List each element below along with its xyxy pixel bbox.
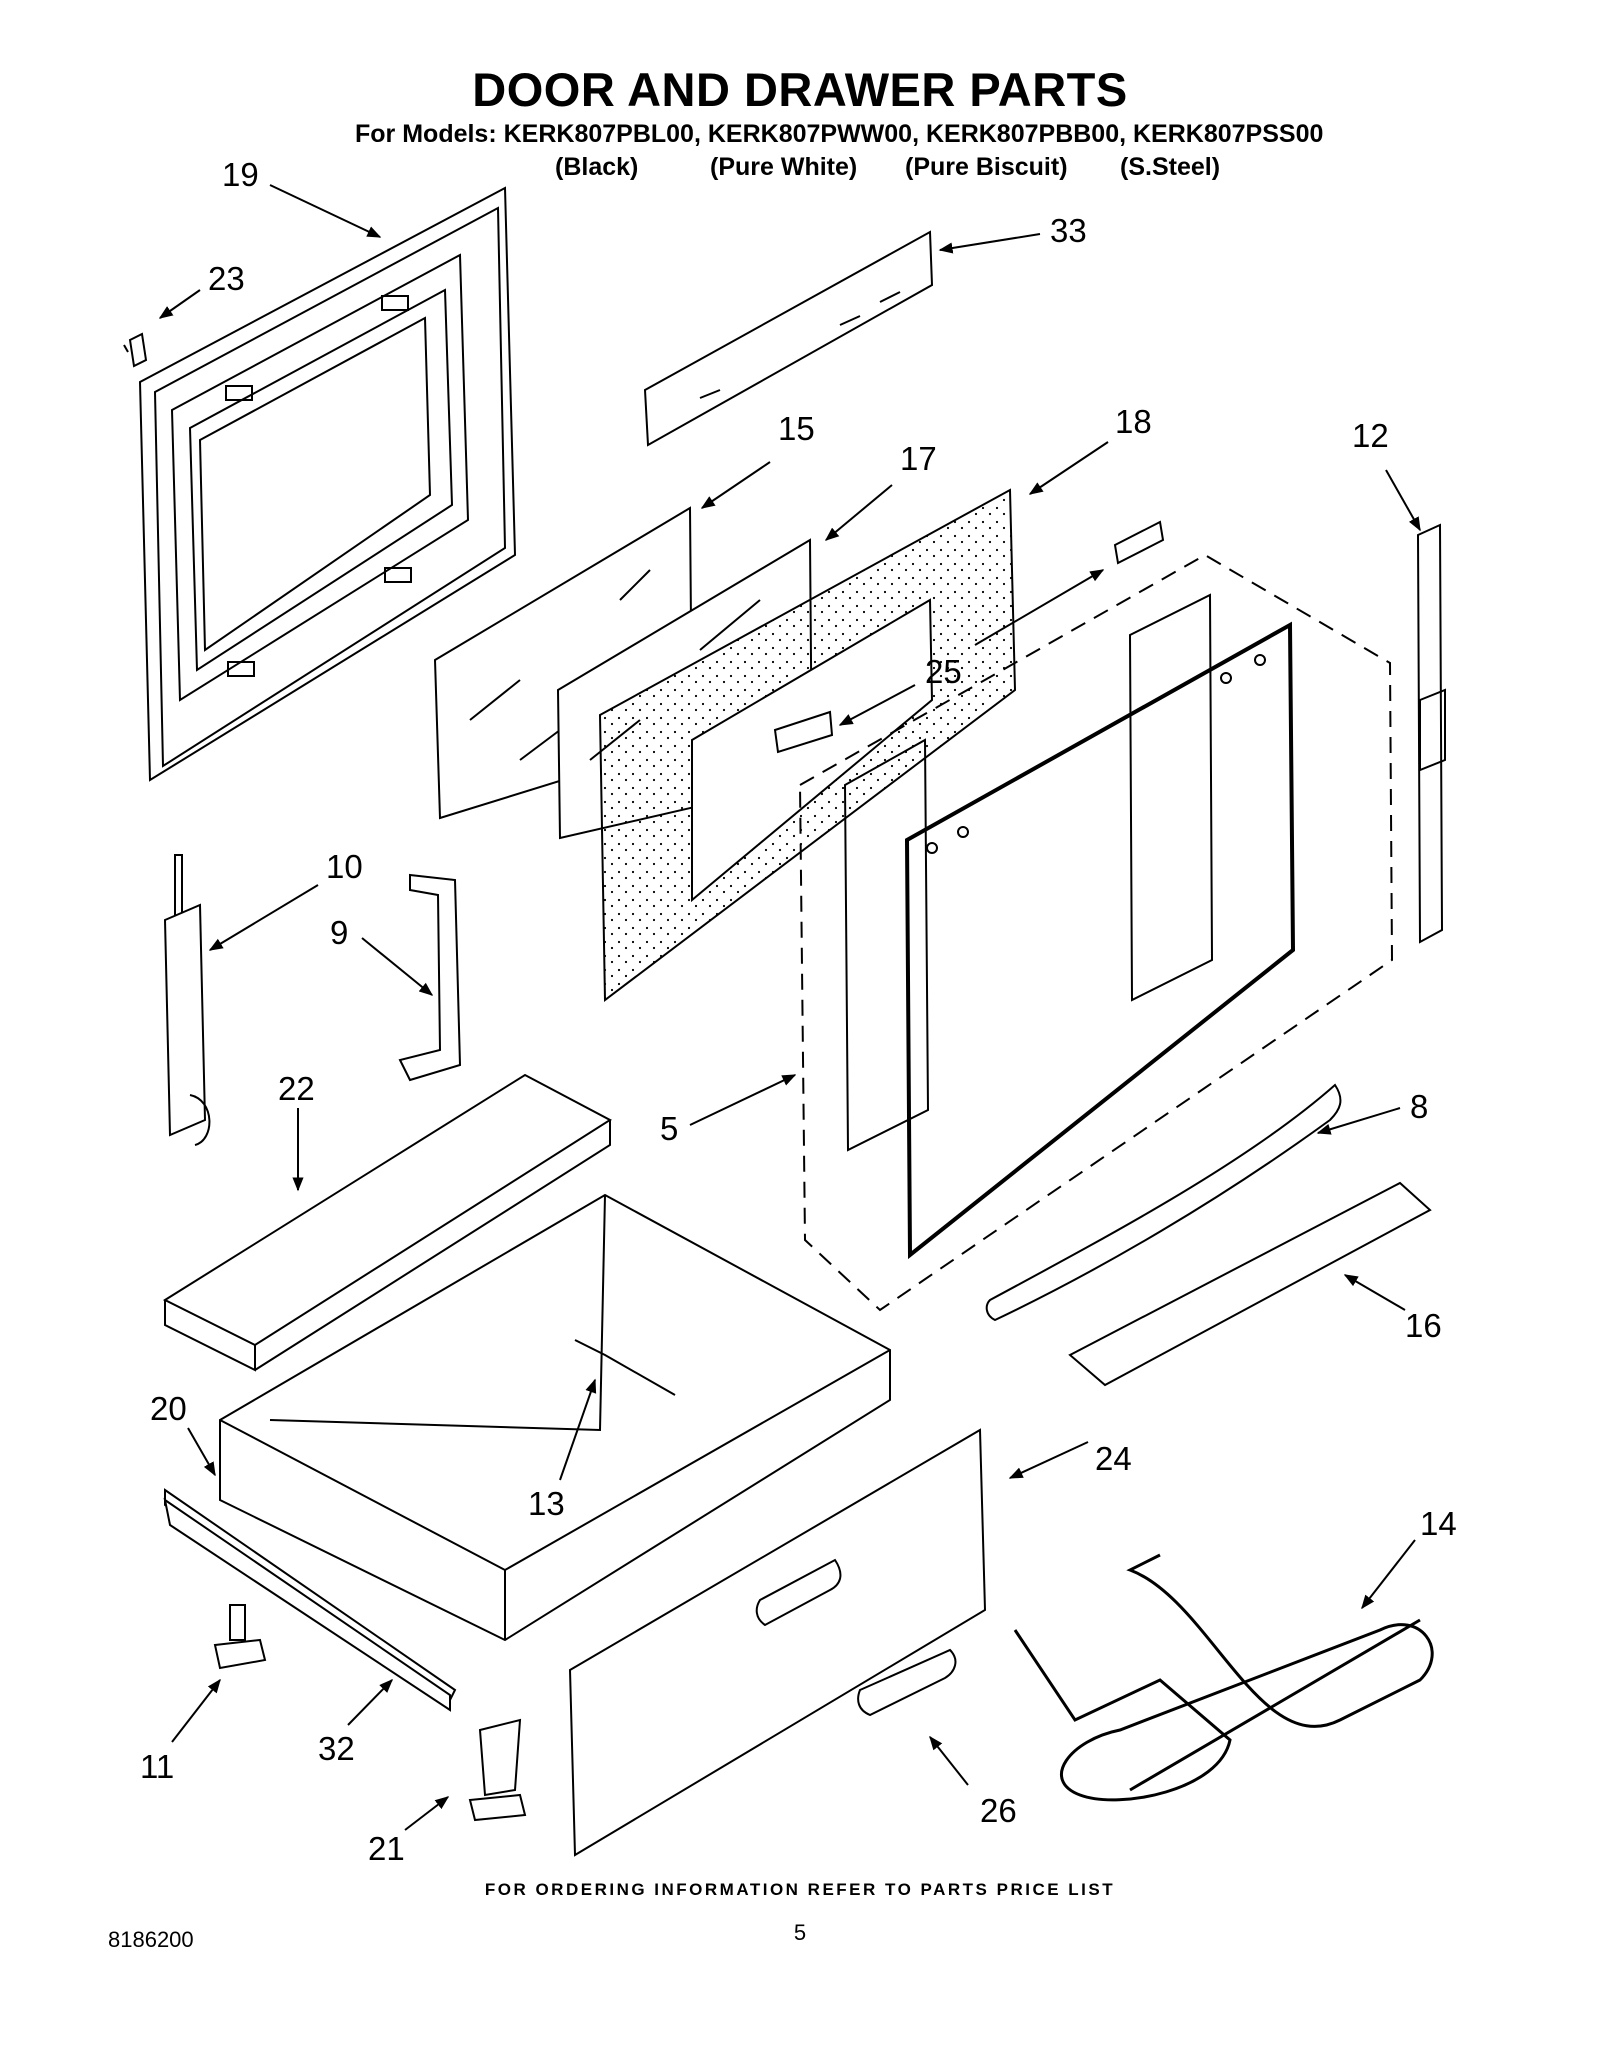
- leader-13: [559, 1378, 597, 1481]
- callout-21: 21: [368, 1830, 405, 1867]
- document-number: 8186200: [108, 1927, 194, 1952]
- leveling-leg-part-11: [213, 1604, 267, 1670]
- leader-24: [1008, 1441, 1089, 1479]
- leader-32: [347, 1678, 393, 1726]
- callout-9: 9: [330, 914, 348, 951]
- color-pure-biscuit: (Pure Biscuit): [905, 153, 1068, 181]
- callout-14: 14: [1420, 1505, 1457, 1542]
- hinge-clip-25-upper: [1113, 520, 1165, 565]
- callout-17: 17: [900, 440, 937, 477]
- callout-15: 15: [778, 410, 815, 447]
- callout-24: 24: [1095, 1440, 1132, 1477]
- callout-5: 5: [660, 1110, 678, 1147]
- ordering-info-footer: FOR ORDERING INFORMATION REFER TO PARTS …: [484, 1880, 1116, 1899]
- callout-11: 11: [140, 1748, 174, 1785]
- callout-8: 8: [1410, 1088, 1428, 1125]
- rail-part-32: [163, 1497, 451, 1712]
- leader-16: [1343, 1274, 1406, 1311]
- inner-door-outline-part-5: [798, 553, 1394, 1312]
- drawer-front-part-24: [568, 1428, 987, 1857]
- callout-23: 23: [208, 260, 245, 297]
- callout-22: 22: [278, 1070, 315, 1107]
- trim-strip-part-16: [1068, 1181, 1432, 1387]
- leader-8: [1316, 1107, 1401, 1135]
- heating-element-part-14: [1013, 1553, 1434, 1802]
- callout-26: 26: [980, 1792, 1017, 1829]
- leader-26: [929, 1735, 969, 1786]
- callout-13: 13: [528, 1485, 565, 1522]
- leader-19: [269, 184, 382, 238]
- leader-14: [1361, 1539, 1416, 1610]
- callout-32: 32: [318, 1730, 355, 1767]
- callout-25: 25: [925, 653, 962, 690]
- sensor-part-13: [574, 1339, 676, 1396]
- callout-19: 19: [222, 156, 259, 193]
- handle-part-26: [857, 1648, 957, 1717]
- page-number: 5: [793, 1920, 807, 1945]
- callout-18: 18: [1115, 403, 1152, 440]
- drawer-body: [219, 1193, 891, 1642]
- door-frame-part-19: [138, 186, 517, 782]
- callout-33: 33: [1050, 212, 1087, 249]
- leader-33: [938, 233, 1041, 254]
- leader-25a: [974, 569, 1105, 646]
- color-pure-white: (Pure White): [710, 153, 858, 181]
- hinge-part-12: [1416, 523, 1446, 944]
- callout-10: 10: [326, 848, 363, 885]
- hinge-rod-part-10: [163, 854, 211, 1146]
- color-black: (Black): [555, 153, 639, 181]
- callout-12: 12: [1352, 417, 1389, 454]
- leader-17: [824, 484, 893, 541]
- models-line: For Models: KERK807PBL00, KERK807PWW00, …: [355, 120, 1324, 148]
- gasket-part-8: [985, 1083, 1342, 1322]
- callout-16: 16: [1405, 1307, 1442, 1344]
- leader-11: [171, 1678, 221, 1743]
- color-s-steel: (S.Steel): [1120, 153, 1221, 181]
- leader-20: [187, 1427, 216, 1477]
- leveling-leg-part-21: [468, 1718, 527, 1822]
- leader-23: [158, 289, 201, 319]
- leader-18: [1028, 441, 1109, 495]
- clip-part-23: [123, 332, 148, 368]
- leader-5: [689, 1074, 797, 1126]
- page-title: DOOR AND DRAWER PARTS: [472, 63, 1128, 116]
- callout-20: 20: [150, 1390, 187, 1427]
- vent-strip-part-33: [643, 230, 934, 447]
- leader-10: [208, 884, 319, 951]
- leader-15: [700, 461, 771, 509]
- leader-12: [1385, 469, 1421, 532]
- leader-21: [404, 1796, 450, 1831]
- insulation-part-18: [598, 488, 1017, 1002]
- bracket-part-9: [398, 873, 462, 1082]
- inner-panel: [904, 621, 1296, 1260]
- leader-9: [361, 937, 434, 996]
- leader-25b: [838, 684, 916, 726]
- hinge-clip-25-lower: [773, 710, 834, 754]
